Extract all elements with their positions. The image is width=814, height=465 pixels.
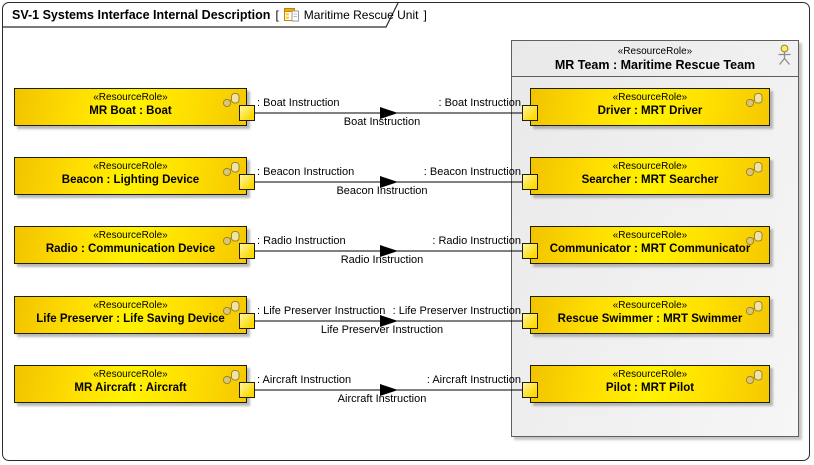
node-pilot[interactable]: «ResourceRole» Pilot : MRT Pilot (530, 365, 770, 403)
node-name: Communicator : MRT Communicator (549, 243, 751, 255)
diagram-kind-icon (283, 8, 299, 22)
target-port-label[interactable]: : Beacon Instruction (423, 166, 521, 178)
port-in[interactable] (522, 313, 538, 329)
node-name: Searcher : MRT Searcher (581, 174, 719, 186)
diagram-title: SV-1 Systems Interface Internal Descript… (12, 7, 271, 22)
flow-arrowhead-icon (380, 384, 398, 396)
node-driver[interactable]: «ResourceRole» Driver : MRT Driver (530, 88, 770, 126)
target-port-label[interactable]: : Aircraft Instruction (426, 374, 521, 386)
resource-role-icon (745, 370, 763, 385)
node-name: Pilot : MRT Pilot (605, 382, 695, 394)
node-searcher[interactable]: «ResourceRole» Searcher : MRT Searcher (530, 157, 770, 195)
flow-label[interactable]: Life Preserver Instruction (320, 324, 444, 336)
node-stereotype: «ResourceRole» (93, 92, 168, 103)
port-out[interactable] (239, 243, 255, 259)
title-tab-outline (3, 2, 399, 28)
flow-arrowhead-icon (380, 315, 398, 327)
node-stereotype: «ResourceRole» (93, 369, 168, 380)
flow-arrowhead-icon (380, 245, 398, 257)
node-name: Life Preserver : Life Saving Device (36, 313, 225, 325)
source-port-label[interactable]: : Boat Instruction (257, 97, 340, 109)
resource-role-icon (745, 231, 763, 246)
flow-arrowhead-icon (380, 176, 398, 188)
container-stereotype: «ResourceRole» (617, 46, 693, 57)
node-stereotype: «ResourceRole» (93, 161, 168, 172)
node-stereotype: «ResourceRole» (612, 230, 688, 241)
context-bracket-close: ] (423, 7, 427, 22)
source-port-label[interactable]: : Radio Instruction (257, 235, 346, 247)
node-stereotype: «ResourceRole» (612, 369, 688, 380)
port-in[interactable] (522, 174, 538, 190)
resource-role-icon (222, 231, 240, 246)
node-name: MR Boat : Boat (89, 105, 172, 117)
node-mr-aircraft[interactable]: «ResourceRole» MR Aircraft : Aircraft (14, 365, 247, 403)
port-in[interactable] (522, 243, 538, 259)
port-out[interactable] (239, 105, 255, 121)
resource-role-icon (222, 301, 240, 316)
flow-label[interactable]: Aircraft Instruction (337, 393, 427, 405)
port-out[interactable] (239, 313, 255, 329)
diagram-title-tab[interactable]: SV-1 Systems Interface Internal Descript… (12, 7, 427, 22)
node-stereotype: «ResourceRole» (93, 230, 168, 241)
node-stereotype: «ResourceRole» (612, 161, 688, 172)
node-life-preserver[interactable]: «ResourceRole» Life Preserver : Life Sav… (14, 296, 247, 334)
node-name: Radio : Communication Device (45, 243, 216, 255)
context-bracket-open: [ (275, 7, 279, 22)
node-stereotype: «ResourceRole» (93, 300, 168, 311)
port-in[interactable] (522, 105, 538, 121)
node-name: MR Aircraft : Aircraft (74, 382, 187, 394)
flow-label[interactable]: Boat Instruction (343, 116, 421, 128)
target-port-label[interactable]: : Boat Instruction (438, 97, 521, 109)
flow-label[interactable]: Radio Instruction (340, 254, 424, 266)
container-name: MR Team : Maritime Rescue Team (554, 58, 756, 72)
resource-role-icon (222, 162, 240, 177)
resource-role-icon (745, 162, 763, 177)
resource-role-icon (745, 301, 763, 316)
node-radio[interactable]: «ResourceRole» Radio : Communication Dev… (14, 226, 247, 264)
port-in[interactable] (522, 382, 538, 398)
node-stereotype: «ResourceRole» (612, 92, 688, 103)
resource-role-icon (745, 93, 763, 108)
container-header: «ResourceRole» MR Team : Maritime Rescue… (512, 41, 798, 77)
node-communicator[interactable]: «ResourceRole» Communicator : MRT Commun… (530, 226, 770, 264)
source-port-label[interactable]: : Life Preserver Instruction (257, 305, 386, 317)
node-beacon[interactable]: «ResourceRole» Beacon : Lighting Device (14, 157, 247, 195)
flow-arrowhead-icon (380, 107, 398, 119)
flow-label[interactable]: Beacon Instruction (336, 185, 428, 197)
node-mr-boat[interactable]: «ResourceRole» MR Boat : Boat (14, 88, 247, 126)
port-out[interactable] (239, 174, 255, 190)
node-stereotype: «ResourceRole» (612, 300, 688, 311)
resource-role-icon (222, 370, 240, 385)
diagram-context-name: Maritime Rescue Unit (303, 7, 419, 22)
source-port-label[interactable]: : Beacon Instruction (257, 166, 355, 178)
node-name: Rescue Swimmer : MRT Swimmer (557, 313, 743, 325)
target-port-label[interactable]: : Life Preserver Instruction (392, 305, 521, 317)
node-name: Driver : MRT Driver (597, 105, 703, 117)
target-port-label[interactable]: : Radio Instruction (432, 235, 521, 247)
node-name: Beacon : Lighting Device (61, 174, 200, 186)
source-port-label[interactable]: : Aircraft Instruction (257, 374, 352, 386)
actor-icon (778, 44, 791, 65)
resource-role-icon (222, 93, 240, 108)
node-rescue-swimmer[interactable]: «ResourceRole» Rescue Swimmer : MRT Swim… (530, 296, 770, 334)
port-out[interactable] (239, 382, 255, 398)
